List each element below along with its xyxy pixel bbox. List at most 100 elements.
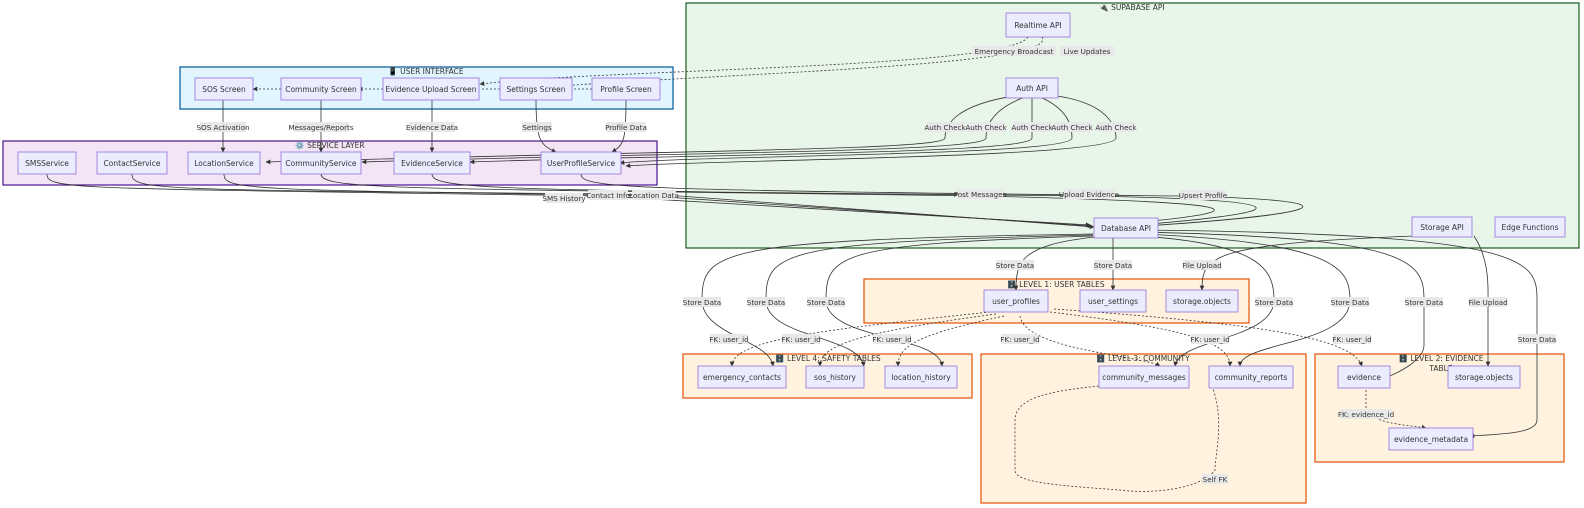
- level4-group-title: 🗄️ LEVEL 4: SAFETY TABLES: [775, 354, 881, 363]
- edge-upload-evidence: [431, 173, 1257, 231]
- node-storage-objects-2: storage.objects: [1447, 365, 1521, 389]
- label-live-updates: Live Updates: [1064, 47, 1111, 56]
- svg-text:evidence: evidence: [1347, 373, 1381, 382]
- edge-fk-evidence-id: [1365, 386, 1427, 430]
- label-store-data-8: Store Data: [1405, 298, 1443, 307]
- node-evidence-metadata: evidence_metadata: [1388, 427, 1474, 451]
- label-fk-user-id-2: FK: user_id: [781, 335, 820, 344]
- label-emergency-broadcast: Emergency Broadcast: [975, 47, 1054, 56]
- label-fk-user-id-5: FK: user_id: [1190, 335, 1229, 344]
- label-auth-check-5: Auth Check: [1095, 123, 1137, 132]
- edge-sms-history: [46, 173, 1091, 228]
- node-community-messages: community_messages: [1098, 365, 1190, 389]
- svg-text:emergency_contacts: emergency_contacts: [703, 373, 781, 382]
- node-location-service: LocationService: [187, 151, 261, 175]
- node-emergency-contacts: emergency_contacts: [697, 365, 787, 389]
- level2-group-title-line2: TABLE: [1428, 364, 1452, 373]
- svg-text:storage.objects: storage.objects: [1455, 373, 1513, 382]
- node-profile-screen: Profile Screen: [591, 77, 661, 101]
- level2-group-title-line1: 🗄️ LEVEL 2: EVIDENCE: [1399, 354, 1484, 363]
- label-post-messages: Post Messages: [954, 190, 1007, 199]
- label-contact-info: Contact Info: [586, 191, 630, 200]
- label-store-data-4: Store Data: [747, 298, 785, 307]
- edge-fk-sos-history: [817, 313, 997, 367]
- node-database-api: Database API: [1093, 217, 1159, 239]
- supabase-api-group-title: 🔌 SUPABASE API: [1099, 3, 1164, 12]
- node-evidence-upload-screen: Evidence Upload Screen: [382, 77, 480, 101]
- node-realtime-api: Realtime API: [1005, 12, 1071, 38]
- edge-store-evidence: [1139, 231, 1425, 379]
- label-fk-user-id-4: FK: user_id: [1000, 335, 1039, 344]
- label-store-data-6: Store Data: [1255, 298, 1293, 307]
- node-storage-api: Storage API: [1411, 216, 1473, 238]
- label-self-fk: Self FK: [1203, 475, 1228, 484]
- edge-fk-community-messages: [1019, 315, 1161, 367]
- edge-profile-data: [611, 99, 627, 153]
- edge-store-evidence-metadata: [1139, 229, 1538, 439]
- node-user-profiles: user_profiles: [983, 289, 1049, 313]
- nodes: Realtime API Auth API Database API Stora…: [17, 12, 1566, 451]
- user-interface-group-title: 📱 USER INTERFACE: [388, 67, 464, 76]
- edge-self-fk: [1014, 383, 1220, 492]
- edge-store-user-profiles: [1013, 236, 1096, 291]
- label-location-data: Location Data: [629, 191, 679, 200]
- label-messages-reports: Messages/Reports: [288, 123, 353, 132]
- node-evidence: evidence: [1337, 365, 1391, 389]
- svg-text:user_settings: user_settings: [1088, 297, 1138, 306]
- node-community-screen: Community Screen: [280, 77, 362, 101]
- edge-settings: [535, 99, 557, 153]
- label-fk-user-id-6: FK: user_id: [1332, 335, 1371, 344]
- svg-text:SMSService: SMSService: [25, 159, 69, 168]
- label-auth-check-4: Auth Check: [1051, 123, 1093, 132]
- label-store-data-2: Store Data: [1094, 261, 1132, 270]
- svg-text:community_messages: community_messages: [1102, 373, 1186, 382]
- label-store-data-1: Store Data: [996, 261, 1034, 270]
- level1-group-title: 🗄️ LEVEL 1: USER TABLES: [1007, 280, 1105, 289]
- svg-text:community_reports: community_reports: [1215, 373, 1288, 382]
- label-sos-activation: SOS Activation: [196, 123, 249, 132]
- svg-text:Settings Screen: Settings Screen: [507, 85, 566, 94]
- svg-text:Realtime API: Realtime API: [1014, 21, 1061, 30]
- edge-file-upload-1: [1199, 235, 1415, 291]
- label-store-data-5: Store Data: [807, 298, 845, 307]
- edge-emergency-broadcast: [479, 36, 1029, 86]
- service-layer-group-title: ⚙️ SERVICE LAYER: [295, 141, 364, 150]
- node-sos-history: sos_history: [805, 365, 865, 389]
- edge-fk-location-history: [895, 315, 1005, 367]
- svg-text:user_profiles: user_profiles: [992, 297, 1040, 306]
- node-user-settings: user_settings: [1079, 289, 1147, 313]
- svg-text:LocationService: LocationService: [194, 159, 254, 168]
- label-settings: Settings: [522, 123, 552, 132]
- node-auth-api: Auth API: [1005, 77, 1059, 99]
- svg-text:storage.objects: storage.objects: [1173, 297, 1231, 306]
- label-file-upload-2: File Upload: [1468, 298, 1508, 307]
- label-auth-check-1: Auth Check: [924, 123, 966, 132]
- label-profile-data: Profile Data: [605, 123, 647, 132]
- node-community-reports: community_reports: [1208, 365, 1294, 389]
- svg-text:location_history: location_history: [891, 373, 951, 382]
- label-upload-evidence: Upload Evidence: [1059, 190, 1120, 199]
- label-auth-check-3: Auth Check: [1011, 123, 1053, 132]
- node-sms-service: SMSService: [17, 151, 77, 175]
- node-community-service: CommunityService: [280, 151, 362, 175]
- label-store-data-3: Store Data: [683, 298, 721, 307]
- svg-text:sos_history: sos_history: [814, 373, 857, 382]
- label-store-data-7: Store Data: [1331, 298, 1369, 307]
- svg-text:UserProfileService: UserProfileService: [547, 159, 616, 168]
- svg-text:Evidence Upload Screen: Evidence Upload Screen: [386, 85, 477, 94]
- svg-text:CommunityService: CommunityService: [285, 159, 357, 168]
- node-edge-functions: Edge Functions: [1494, 216, 1566, 238]
- node-settings-screen: Settings Screen: [499, 77, 573, 101]
- node-contact-service: ContactService: [96, 151, 168, 175]
- edge-labels: Emergency Broadcast Live Updates SOS Act…: [196, 46, 1556, 484]
- svg-text:SOS Screen: SOS Screen: [202, 85, 246, 94]
- svg-text:Database API: Database API: [1101, 224, 1151, 233]
- edge-post-messages: [320, 173, 1215, 229]
- label-sms-history: SMS History: [542, 194, 586, 203]
- node-evidence-service: EvidenceService: [393, 151, 471, 175]
- label-fk-evidence-id: FK: evidence_id: [1338, 410, 1394, 419]
- svg-text:evidence_metadata: evidence_metadata: [1394, 435, 1468, 444]
- node-user-profile-service: UserProfileService: [540, 151, 622, 175]
- svg-text:Profile Screen: Profile Screen: [600, 85, 652, 94]
